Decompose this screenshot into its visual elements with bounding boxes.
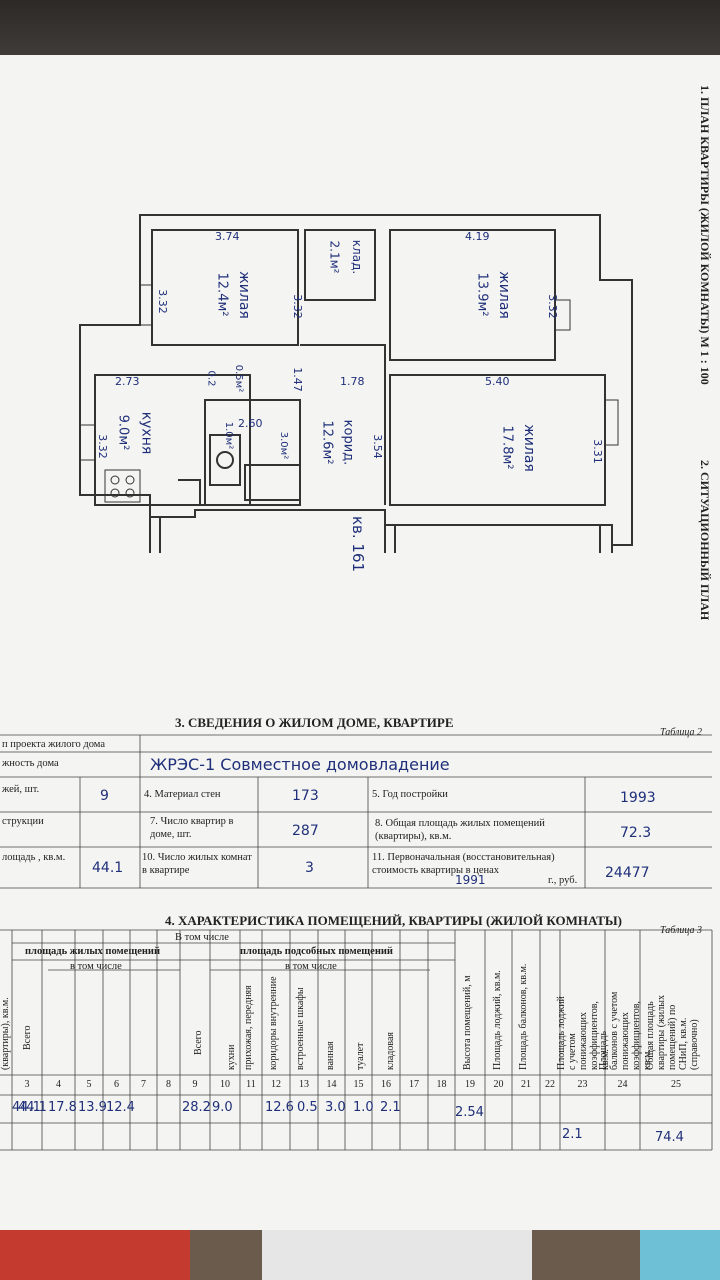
t3-col-number: 23 <box>577 1079 588 1090</box>
t2-cost-year: 1991 <box>455 873 486 887</box>
t3-val-kitchen: 9.0 <box>212 1100 233 1115</box>
t3-col-total-snip: Общая площадь квартиры (жилых помещений)… <box>645 995 700 1070</box>
plan-dim-260: 2.60 <box>238 417 263 430</box>
t3-col-number: 16 <box>381 1079 391 1090</box>
t2-row1-label: п проекта жилого дома <box>2 739 106 750</box>
t2-initial-cost-label: 11. Первоначальная (восстановительная) с… <box>372 852 555 876</box>
t3-header-aux: площадь подсобных помещений <box>240 946 393 957</box>
t2-rooms-count-value: 3 <box>305 860 314 876</box>
t3-header-living-sub: в том числе <box>70 961 122 972</box>
t3-val-toilet: 1.0 <box>353 1100 374 1115</box>
t3-col-number: 14 <box>326 1079 337 1090</box>
t3-val-storage: 2.1 <box>380 1100 401 1115</box>
floor-plan-drawing <box>79 214 633 553</box>
t3-col-number: 20 <box>493 1079 504 1090</box>
t3-col-number: 3 <box>24 1079 30 1090</box>
t2-wall-material-value: 173 <box>292 788 319 804</box>
t2-row2-label: жность дома <box>2 758 59 769</box>
t3-aux-col-corridors: коридоры внутренние <box>268 976 279 1070</box>
t3-col-number: 11 <box>246 1079 256 1090</box>
t3-col-number: 21 <box>521 1079 531 1090</box>
t2-living-area-value: 72.3 <box>620 825 652 841</box>
t2-floors-value: 9 <box>100 788 109 804</box>
t3-col-number: 7 <box>141 1079 146 1090</box>
t3-col-number: 8 <box>166 1079 171 1090</box>
t3-col-loggia: Площадь лоджий, кв.м. <box>492 970 503 1070</box>
t3-header-aux-sub: в том числе <box>285 961 337 972</box>
t3-val-total-snip: 74.4 <box>655 1130 684 1145</box>
t3-col-number: 22 <box>545 1079 555 1090</box>
floor-plan: жилая 12.4м² 3.74 3.32 клад. 2.1м² жилая… <box>0 55 720 755</box>
room-living-1-dim-a: 3.74 <box>215 230 240 243</box>
t3-val-aux-total: 28.2 <box>182 1100 211 1115</box>
t2-apartments-count-label: 7. Число квартир в доме, шт. <box>150 816 234 840</box>
t2-apartments-count-value: 287 <box>292 823 319 839</box>
red-object-left <box>0 1228 190 1280</box>
t3-val-room-1: 17.8 <box>48 1100 77 1115</box>
t3-val-height: 2.54 <box>455 1105 484 1120</box>
t3-val-loggia-coef: 2.1 <box>562 1127 583 1142</box>
t3-aux-col-bathroom: ванная <box>325 1041 336 1070</box>
t3-col-number: 4 <box>56 1079 61 1090</box>
t3-col-number: 10 <box>220 1079 230 1090</box>
t3-col-number: 24 <box>617 1079 628 1090</box>
t3-col-balcony: Площадь балконов, кв.м. <box>518 963 529 1070</box>
t3-col-number: 6 <box>114 1079 119 1090</box>
t3-val-living-total: 44.1 <box>18 1100 47 1115</box>
room-kitchen-dim-a: 2.73 <box>115 375 140 388</box>
t2-area-label: лощадь , кв.м. <box>2 852 66 863</box>
t3-aux-col-hall: прихожая, передняя <box>243 985 254 1070</box>
t3-col-number: 13 <box>299 1079 309 1090</box>
t3-aux-col-storage: кладовая <box>385 1031 396 1070</box>
t3-living-total-header: Всего <box>22 1025 33 1050</box>
t3-val-room-2: 13.9 <box>78 1100 107 1115</box>
t3-aux-col-kitchen: кухни <box>226 1044 237 1070</box>
t2-construction-label: струкции <box>2 816 44 827</box>
room-living-2-dim-a: 4.19 <box>465 230 490 243</box>
t3-col-number: 12 <box>271 1079 281 1090</box>
t3-col-number: 25 <box>671 1079 681 1090</box>
t3-left-col-header: (квартиры), кв.м. <box>0 997 11 1070</box>
t2-floors-label: жей, шт. <box>2 784 40 795</box>
t3-aux-col-total: Всего <box>193 1030 204 1055</box>
t3-col-height: Высота помещений, м <box>462 975 473 1070</box>
t3-val-corridor: 12.6 <box>265 1100 294 1115</box>
section3-title: 3. СВЕДЕНИЯ О ЖИЛОМ ДОМЕ, КВАРТИРЕ <box>175 715 454 730</box>
t3-val-total: 44.1 <box>12 1100 41 1115</box>
t3-col-number: 5 <box>86 1079 92 1090</box>
t3-val-bathroom: 3.0 <box>325 1100 346 1115</box>
t2-area-value: 44.1 <box>92 860 124 876</box>
t3-header-incl: В том числе <box>175 932 229 943</box>
t2-build-year-label: 5. Год постройки <box>372 789 448 800</box>
t3-val-room-3: 12.4 <box>106 1100 135 1115</box>
room-living-3-dim-a: 5.40 <box>485 375 510 388</box>
t3-aux-col-wardrobes: встроенные шкафы <box>295 987 306 1070</box>
t2-cost-value: 24477 <box>605 865 650 881</box>
t2-build-year-value: 1993 <box>620 790 656 806</box>
table3-label: Таблица 3 <box>660 925 702 936</box>
section4-title: 4. ХАРАКТЕРИСТИКА ПОМЕЩЕНИЙ, КВАРТИРЫ (Ж… <box>165 913 623 928</box>
t3-header-living: площадь жилых помещений <box>25 946 161 957</box>
table2-label: Таблица 2 <box>660 727 702 738</box>
t2-wall-material-label: 4. Материал стен <box>144 789 221 800</box>
document-page: 1. ПЛАН КВАРТИРЫ (ЖИЛОЙ КОМНАТЫ) М 1 : 1… <box>0 55 720 1230</box>
t2-row2-value: ЖРЭС-1 Совместное домовладение <box>150 755 450 774</box>
tables-grid <box>0 734 713 1151</box>
t3-col-number: 9 <box>192 1079 198 1090</box>
t2-rooms-count-label: 10. Число жилых комнат в квартире <box>142 852 252 876</box>
t2-living-area-label: 8. Общая площадь жилых помещений (кварти… <box>375 818 545 842</box>
t3-col-number: 19 <box>465 1079 475 1090</box>
t3-val-wardrobe: 0.5 <box>297 1100 318 1115</box>
t3-col-number: 18 <box>436 1079 447 1090</box>
t3-col-number: 17 <box>409 1079 419 1090</box>
t2-cost-unit: г., руб. <box>548 875 578 886</box>
t3-aux-col-toilet: туалет <box>355 1042 366 1070</box>
room-corridor-dim-a: 1.78 <box>340 375 365 388</box>
t3-col-number: 15 <box>353 1079 364 1090</box>
